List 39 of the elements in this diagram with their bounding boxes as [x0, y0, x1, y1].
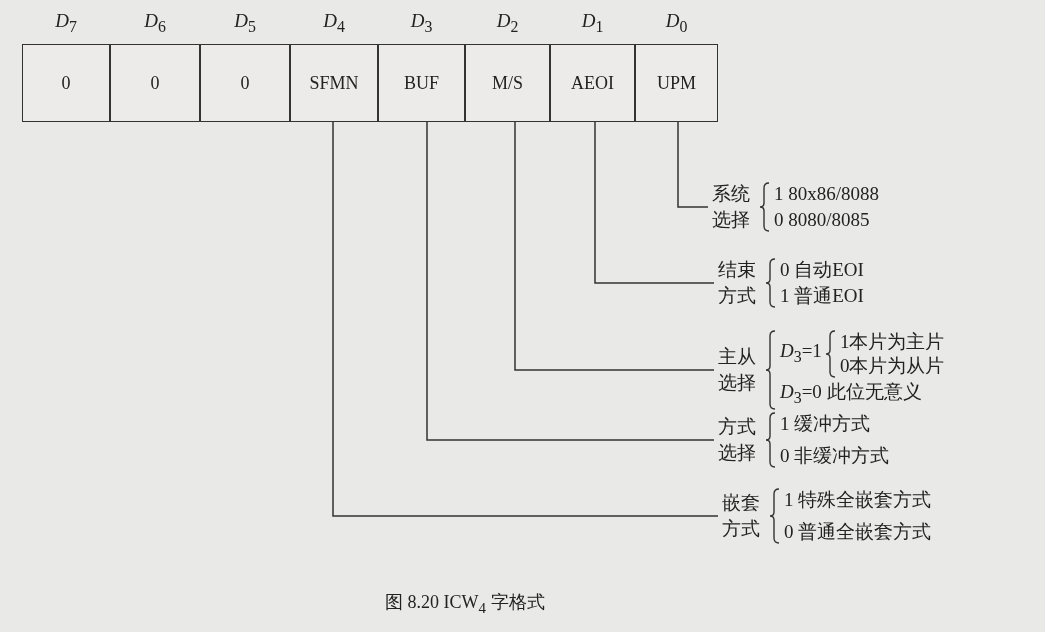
field-name: 系统选择: [712, 182, 751, 232]
option-text: 0 8080/8085: [774, 208, 871, 232]
bit-value: BUF: [404, 72, 439, 94]
option-text: 0 普通全嵌套方式: [784, 520, 932, 544]
bit-label: D$_{2}$: [495, 10, 520, 36]
option-text: 0本片为从片: [839, 354, 945, 378]
bit-label: D$_{3}$: [409, 10, 434, 36]
bit-value: UPM: [657, 72, 696, 94]
bit-value: 0: [240, 72, 250, 94]
option-text: 1 缓冲方式: [780, 412, 872, 436]
option-text: 1本片为主片: [839, 330, 945, 354]
bit-value: SFMN: [309, 72, 359, 94]
field-name: 嵌套方式: [722, 491, 761, 541]
option-text: D$_{3}$=0 此位无意义: [780, 380, 923, 408]
option-text: 0 非缓冲方式: [780, 444, 890, 468]
field-name: 结束方式: [718, 258, 757, 308]
leader-line: [426, 121, 715, 441]
bit-value: 0: [150, 72, 160, 94]
bit-label: D$_{6}$: [143, 10, 167, 36]
option-text: 1 80x86/8088: [774, 182, 880, 206]
bit-label: D$_{1}$: [580, 10, 605, 36]
leader-line: [514, 121, 715, 371]
condition-text: D$_{3}$=1: [780, 339, 822, 367]
option-text: 0 自动EOI: [780, 258, 864, 282]
option-text: 1 普通EOI: [780, 284, 864, 308]
figure-caption: 图 8.20 ICW$_{4}$ 字格式: [385, 591, 545, 617]
field-name: 主从选择: [718, 345, 757, 395]
bit-label: D$_{5}$: [233, 10, 257, 36]
bit-value: AEOI: [571, 72, 614, 94]
option-text: 1 特殊全嵌套方式: [784, 488, 932, 512]
field-name: 方式选择: [718, 415, 757, 465]
bit-value: M/S: [492, 72, 523, 94]
bit-value: 0: [61, 72, 71, 94]
bit-label: D$_{7}$: [54, 10, 78, 36]
bit-label: D$_{0}$: [664, 10, 689, 36]
leader-line: [594, 121, 715, 284]
bit-label: D$_{4}$: [322, 10, 346, 36]
leader-line: [332, 121, 719, 517]
leader-line: [677, 121, 709, 208]
